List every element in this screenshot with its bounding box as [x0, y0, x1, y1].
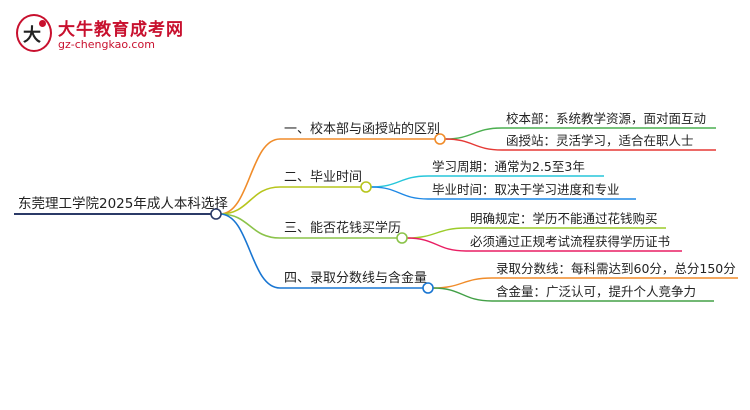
leaf-connector: [432, 277, 493, 289]
leaf-label: 明确规定：学历不能通过花钱购买: [470, 211, 658, 226]
leaf-connector: [444, 127, 503, 140]
logo-title: 大牛教育成考网: [58, 20, 184, 40]
leaf-label: 毕业时间：取决于学习进度和专业: [432, 182, 620, 197]
branch-connector: [219, 213, 281, 289]
leaf-connector: [432, 287, 493, 302]
branch-node-circle: [396, 232, 408, 244]
logo-url: gz-chengkao.com: [58, 38, 155, 51]
leaf-label: 录取分数线：每科需达到60分，总分150分: [496, 261, 736, 276]
site-logo[interactable]: 大 大牛教育成考网 gz-chengkao.com: [16, 14, 216, 56]
branch-node-circle: [434, 133, 446, 145]
branch-label: 二、毕业时间: [284, 170, 362, 185]
leaf-connector: [406, 227, 467, 239]
branch-label: 四、录取分数线与含金量: [284, 270, 427, 286]
leaf-label: 函授站：灵活学习，适合在职人士: [506, 133, 694, 148]
leaf-connector: [406, 237, 467, 252]
leaf-connector: [370, 175, 429, 188]
leaf-label: 校本部：系统教学资源，面对面互动: [506, 111, 706, 126]
branch-label: 三、能否花钱买学历: [284, 220, 401, 236]
branch-connector: [219, 186, 281, 215]
logo-badge-icon: 大: [16, 14, 52, 52]
root-node-circle: [210, 208, 222, 220]
branch-connector: [219, 138, 281, 215]
branch-node-circle: [360, 181, 372, 193]
leaf-connector: [370, 186, 429, 200]
leaf-connector: [444, 138, 503, 151]
leaf-label: 必须通过正规考试流程获得学历证书: [470, 234, 670, 249]
leaf-label: 学习周期：通常为2.5至3年: [432, 159, 585, 174]
branch-connector: [219, 213, 281, 239]
branch-label: 一、校本部与函授站的区别: [284, 121, 440, 137]
branch-node-circle: [422, 282, 434, 294]
leaf-label: 含金量：广泛认可，提升个人竞争力: [496, 284, 696, 299]
root-label: 东莞理工学院2025年成人本科选择: [18, 196, 228, 212]
